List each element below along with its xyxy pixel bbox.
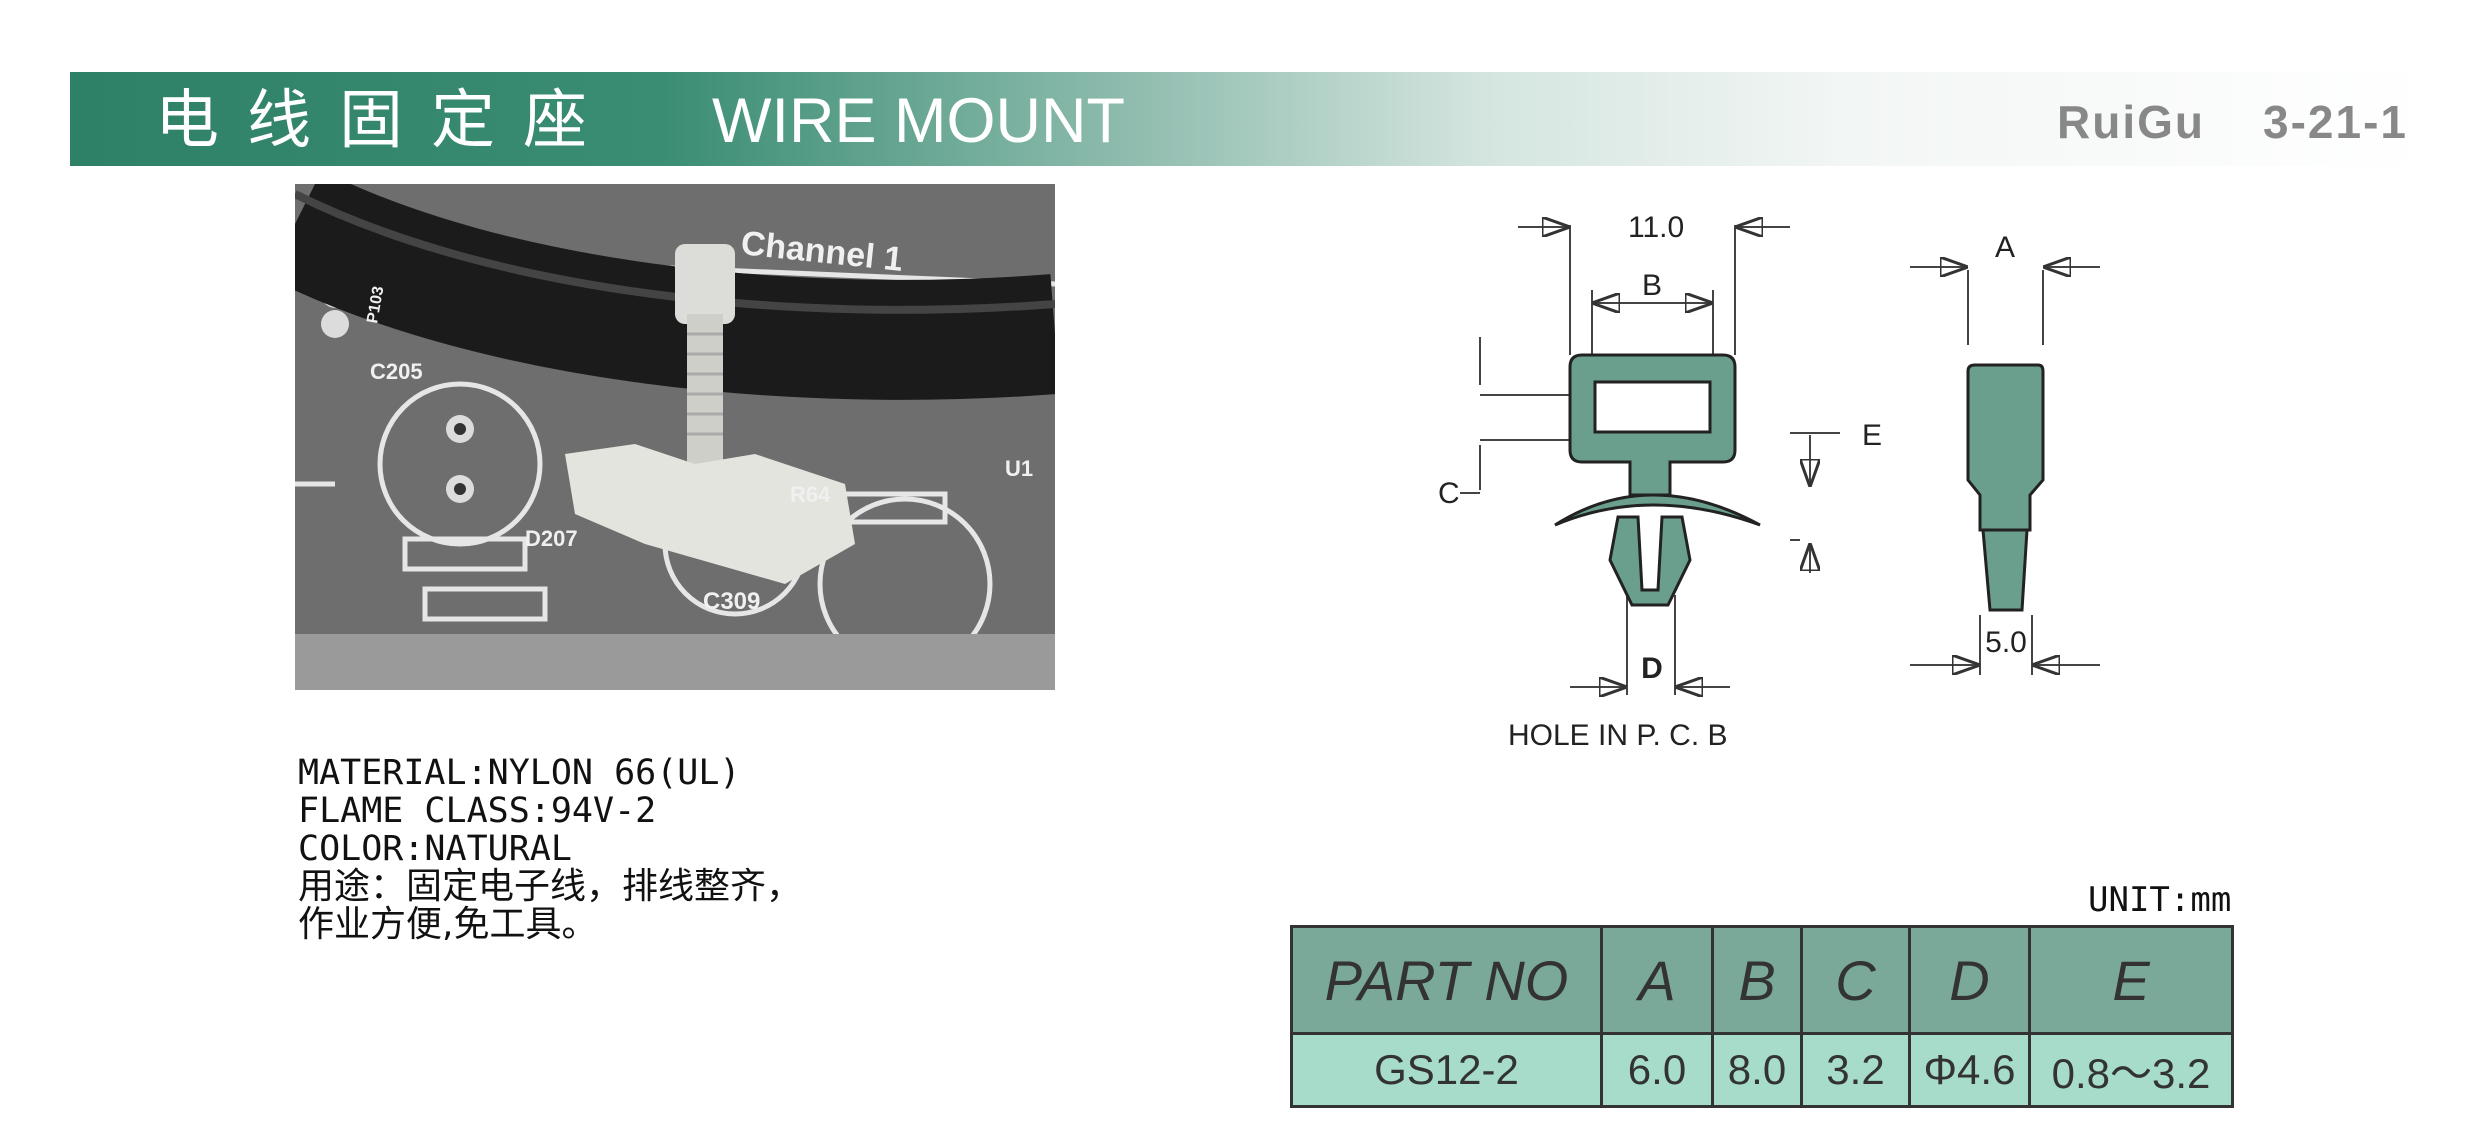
header-banner xyxy=(70,72,2430,166)
brand-code: RuiGu 3-21-1 xyxy=(2057,95,2408,149)
photo-bottom-strip xyxy=(295,634,1055,690)
spec-block: MATERIAL:NYLON 66(UL) FLAME CLASS:94V-2 … xyxy=(298,754,802,944)
cell-b: 8.0 xyxy=(1711,1032,1803,1108)
photo-label-c205: C205 xyxy=(370,359,423,384)
header-e: E xyxy=(2028,925,2234,1035)
dim-width-label: 11.0 xyxy=(1628,211,1684,244)
spec-material: MATERIAL:NYLON 66(UL) xyxy=(298,753,741,793)
cell-c: 3.2 xyxy=(1800,1032,1911,1108)
header-a: A xyxy=(1600,925,1714,1035)
photo-label-r64: R64 xyxy=(790,482,831,507)
cell-part-no: GS12-2 xyxy=(1290,1032,1603,1108)
cell-d: Φ4.6 xyxy=(1908,1032,2031,1108)
pcb-photo-illustration: Channel 1 C205 P103 D207 R64 C309 U1 xyxy=(295,184,1055,672)
brand-name: RuiGu xyxy=(2057,96,2206,148)
spec-color: COLOR:NATURAL xyxy=(298,829,572,869)
dim-b-label: B xyxy=(1642,269,1662,302)
hole-note: HOLE IN P. C. B xyxy=(1508,719,1728,752)
photo-label-u1: U1 xyxy=(1005,456,1033,481)
dim-e-label: E xyxy=(1862,419,1882,452)
photo-label-p103: P103 xyxy=(364,285,387,325)
header-b: B xyxy=(1711,925,1803,1035)
dim-d-label: D xyxy=(1641,652,1663,685)
spec-usage-line1: 用途：固定电子线，排线整齐， xyxy=(298,866,803,907)
header-c: C xyxy=(1800,925,1911,1035)
table-row: GS12-2 6.0 8.0 3.2 Φ4.6 0.8～3.2 xyxy=(1290,1032,2234,1108)
header-part-no: PART NO xyxy=(1290,925,1603,1035)
title-english: WIRE MOUNT xyxy=(712,86,1125,156)
header-d: D xyxy=(1908,925,2031,1035)
product-photo: Channel 1 C205 P103 D207 R64 C309 U1 xyxy=(295,184,1055,690)
technical-drawing: 11.0 B C E D HOLE IN P. C. B A 5.0 xyxy=(1438,211,2100,752)
spec-usage-line2: 作业方便,免工具。 xyxy=(298,904,598,945)
page-code: 3-21-1 xyxy=(2263,96,2408,148)
spec-flame-class: FLAME CLASS:94V-2 xyxy=(298,791,657,831)
dim-a-label: A xyxy=(1995,231,2015,264)
dim-c-label: C xyxy=(1438,477,1460,510)
table-header-row: PART NO A B C D E xyxy=(1290,925,2234,1035)
unit-label: UNIT:mm xyxy=(2088,880,2232,920)
dim-base-label: 5.0 xyxy=(1985,626,2027,659)
photo-label-d207: D207 xyxy=(525,526,578,551)
photo-label-c309: C309 xyxy=(703,588,760,615)
cell-a: 6.0 xyxy=(1600,1032,1714,1108)
cell-e: 0.8～3.2 xyxy=(2028,1032,2234,1108)
title-chinese: 电线固定座 xyxy=(155,84,615,158)
parts-table: PART NO A B C D E GS12-2 6.0 8.0 3.2 Φ4.… xyxy=(1290,925,2234,1108)
